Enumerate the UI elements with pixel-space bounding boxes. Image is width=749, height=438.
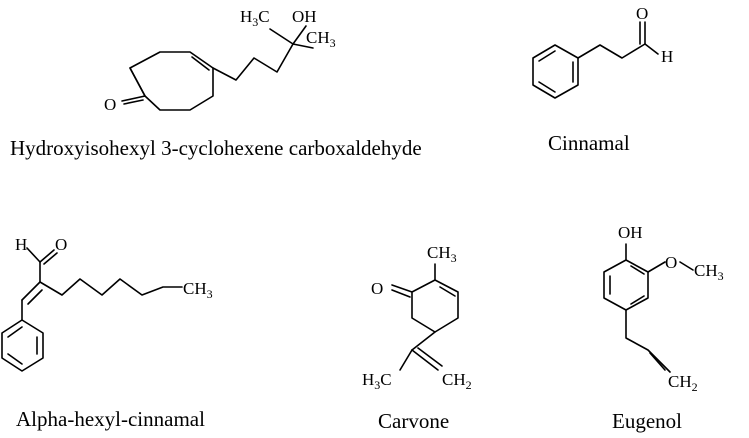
caption-alpha-hexyl-cinnamal: Alpha-hexyl-cinnamal: [16, 407, 205, 431]
atom-ch2-sub: 2: [466, 378, 472, 392]
eugenol-structure: OH O CH3 CH2: [603, 223, 724, 394]
atom-h3c-h: H: [240, 7, 252, 26]
svg-text:CH3: CH3: [306, 28, 336, 50]
atom-ch3: CH: [306, 28, 330, 47]
caption-eugenol: Eugenol: [612, 409, 682, 433]
atom-h: H: [661, 47, 673, 66]
atom-oh: OH: [292, 7, 317, 26]
atom-o: O: [636, 4, 648, 23]
svg-text:CH3: CH3: [183, 279, 213, 301]
atom-och3-c: CH: [694, 261, 718, 280]
atom-oh: OH: [618, 223, 643, 242]
atom-ch3: CH: [183, 279, 207, 298]
hydroxyisohexyl-structure: H3C OH CH3 O: [104, 7, 336, 114]
carvone-structure: CH3 O H3C CH2: [362, 243, 472, 392]
atom-ch2-sub: 2: [692, 380, 698, 394]
atom-ch2: CH: [442, 370, 466, 389]
atom-h3c-h: H: [362, 370, 374, 389]
atom-o: O: [104, 95, 116, 114]
svg-text:CH2: CH2: [442, 370, 472, 392]
svg-text:H3C: H3C: [362, 370, 392, 392]
svg-text:CH3: CH3: [427, 243, 457, 265]
svg-text:CH2: CH2: [668, 372, 698, 394]
atom-h: H: [15, 235, 27, 254]
atom-h3c-c: C: [258, 7, 269, 26]
atom-o: O: [55, 235, 67, 254]
caption-hydroxyisohexyl: Hydroxyisohexyl 3-cyclohexene carboxalde…: [10, 136, 422, 160]
atom-h3c-sub: 3: [374, 378, 380, 392]
atom-ch2: CH: [668, 372, 692, 391]
atom-ch3-sub: 3: [330, 36, 336, 50]
atom-ch3: CH: [427, 243, 451, 262]
atom-ch3-sub: 3: [451, 251, 457, 265]
caption-cinnamal: Cinnamal: [548, 131, 630, 155]
atom-h3c-c: C: [380, 370, 391, 389]
atom-och3-sub: 3: [718, 269, 724, 283]
atom-och3-o: O: [665, 253, 677, 272]
svg-text:CH3: CH3: [694, 261, 724, 283]
atom-o: O: [371, 279, 383, 298]
svg-text:H3C: H3C: [240, 7, 270, 29]
atom-ch3-sub: 3: [207, 287, 213, 301]
atom-h3c-sub: 3: [252, 15, 258, 29]
alpha-hexyl-cinnamal-structure: H O CH3: [1, 235, 213, 372]
cinnamal-structure: O H: [532, 4, 673, 99]
caption-carvone: Carvone: [378, 409, 449, 433]
